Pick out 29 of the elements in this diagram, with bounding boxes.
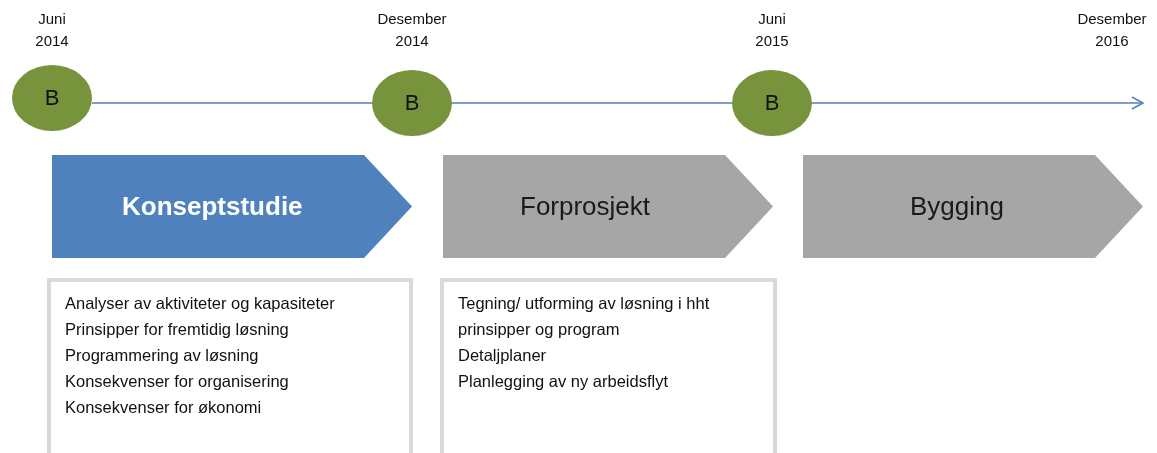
task-item: Detaljplaner	[458, 345, 548, 366]
task-item: Prinsipper for fremtidig løsning	[65, 319, 290, 340]
phase-title: Konseptstudie	[122, 191, 303, 222]
timeline-line	[91, 102, 373, 104]
phase-banner	[443, 155, 773, 258]
milestone-circle	[732, 70, 812, 136]
milestone-letter: B	[404, 90, 420, 116]
task-list-box	[440, 278, 777, 453]
phase-title: Bygging	[910, 191, 1004, 222]
milestone-circle	[12, 65, 92, 131]
phase-title: Forprosjekt	[520, 191, 651, 222]
milestone-circle	[372, 70, 452, 136]
task-item: Konsekvenser for økonomi	[65, 397, 263, 418]
milestone-letter: B	[44, 85, 60, 111]
task-item: Programmering av løsning	[65, 345, 260, 366]
task-item: Analyser av aktiviteter og kapasiteter	[65, 293, 336, 314]
task-item: Planlegging av ny arbeidsflyt	[458, 371, 670, 392]
date-label: Desember 2016	[1077, 9, 1147, 51]
date-label: Juni 2015	[755, 9, 789, 51]
date-label: Desember 2014	[377, 9, 447, 51]
timeline-arrow	[811, 96, 1144, 110]
phase-banner	[52, 155, 412, 258]
milestone-letter: B	[764, 90, 780, 116]
date-label: Juni 2014	[35, 9, 69, 51]
task-item: Tegning/ utforming av løsning i hht prinsipper og program	[458, 293, 711, 340]
timeline-line	[451, 102, 733, 104]
phase-banner	[803, 155, 1143, 258]
task-list-box	[47, 278, 413, 453]
task-item: Konsekvenser for organisering	[65, 371, 290, 392]
